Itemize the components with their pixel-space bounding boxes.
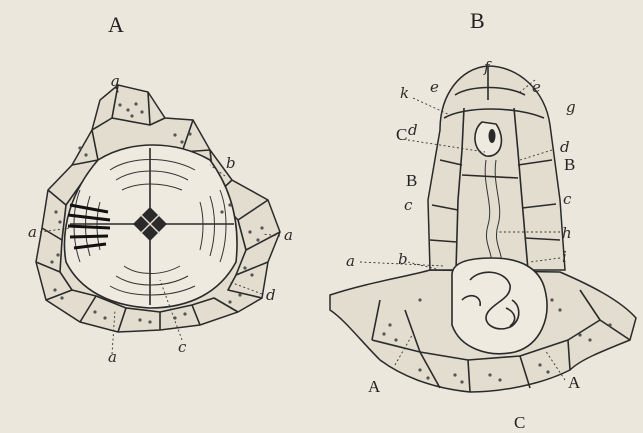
label-e-right: e — [532, 78, 541, 96]
label-b-right: B — [564, 155, 575, 174]
label-c-bottom: C — [514, 413, 525, 432]
figure-a-drawing — [36, 85, 280, 354]
label-h: h — [562, 224, 572, 242]
label-b-left: B — [406, 171, 417, 190]
label-a-right-fig-a: a — [284, 226, 293, 244]
label-d-fig-a: d — [266, 286, 276, 304]
label-a-fig-b: a — [346, 252, 355, 270]
label-e-left: e — [430, 78, 439, 96]
label-a-left-fig-a: a — [28, 223, 37, 241]
label-a-bottom-fig-a: a — [108, 348, 117, 366]
label-c-right: c — [563, 190, 572, 208]
label-g: g — [566, 98, 576, 116]
label-b-fig-a: b — [226, 154, 236, 172]
figure-b-title: B — [470, 8, 485, 33]
figure-a-title: A — [108, 12, 124, 37]
label-d-top: d — [408, 121, 418, 139]
label-c-left: c — [404, 196, 413, 214]
label-d-right: d — [560, 138, 570, 156]
label-q: q — [110, 72, 120, 90]
label-c-fig-a: c — [178, 338, 187, 356]
label-a-right-fig-b: A — [568, 373, 581, 392]
label-c-top: C — [396, 125, 407, 144]
label-a-left-fig-b: A — [368, 377, 381, 396]
label-b-fig-b: b — [398, 250, 408, 268]
label-i: i — [562, 248, 567, 266]
label-k: k — [400, 84, 409, 102]
figure-b-drawing — [330, 66, 636, 392]
